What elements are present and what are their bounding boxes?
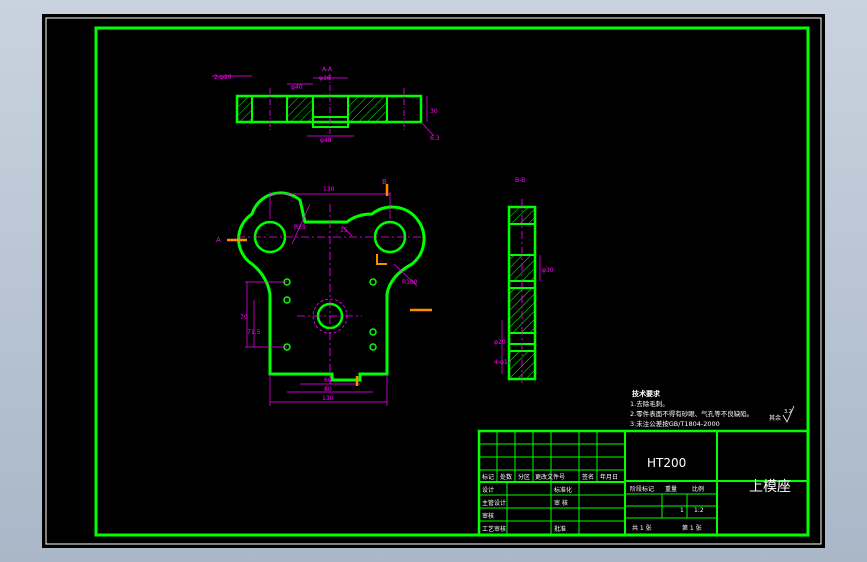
- header-col-4: 更改文件号: [535, 473, 565, 481]
- dim-hole-left: 2-φ20: [214, 74, 232, 81]
- drawing-title: 上模座: [749, 479, 791, 495]
- sheet-total: 共 1 张: [632, 524, 652, 532]
- dim-height: 30: [430, 108, 438, 115]
- title-block: HT200 上模座 标记 处数 分区 更改文件号 签名 年月日 设计 主管设计 …: [477, 429, 810, 537]
- dim-bottom-1: 60: [324, 377, 332, 384]
- label-stage: 阶段标记: [630, 485, 654, 493]
- dim-mid-diameter: φ40: [291, 84, 303, 91]
- label-weight: 重量: [665, 485, 677, 493]
- scale-value: 1:2: [694, 507, 704, 514]
- dim-v-left-1: 70: [240, 314, 248, 321]
- section-label-a: A: [216, 236, 221, 244]
- material-label: HT200: [647, 456, 686, 470]
- side-view-label: B-B: [515, 177, 525, 184]
- label-scale: 比例: [692, 485, 704, 493]
- side-dim-2: φ20: [494, 339, 506, 346]
- label-designer: 设计: [482, 486, 494, 494]
- header-col-6: 年月日: [600, 473, 618, 481]
- front-view: 130 R25 15 A B R100 70 71.5 60 80 130: [216, 178, 432, 406]
- roughness-value: 3.2: [784, 409, 792, 415]
- label-process-review: 工艺审核: [482, 525, 506, 533]
- dim-width-top: 130: [323, 186, 335, 193]
- dim-v-left-2: 71.5: [247, 329, 261, 336]
- section-marker-a-right: [376, 254, 387, 265]
- roughness-symbol: [782, 405, 795, 423]
- drawing-viewport: 2-φ20 A-A φ36 φ40 φ48 30 6.3: [42, 14, 825, 548]
- front-small-hole-2: [369, 278, 377, 286]
- tech-item-2: 2.零件表面不得有砂眼、气孔等不良缺陷。: [630, 409, 753, 418]
- front-view-outline: [237, 191, 426, 382]
- label-approve: 批准: [554, 525, 566, 533]
- tech-item-3: 3.未注公差按GB/T1804-2000: [630, 419, 720, 428]
- label-chief-designer: 主管设计: [482, 499, 506, 507]
- tech-heading: 技术要求: [632, 389, 661, 398]
- sheet-number: 第 1 张: [682, 524, 702, 532]
- side-hatch-3: [510, 288, 534, 333]
- front-small-hole-6: [369, 343, 377, 351]
- header-col-2: 处数: [500, 473, 512, 481]
- top-view-hatch-2: [287, 97, 313, 121]
- section-label-b: B: [382, 178, 387, 186]
- dim-bottom-3: 130: [322, 395, 334, 402]
- dim-a-a: A-A: [322, 66, 333, 73]
- top-view-hatch-1: [238, 97, 252, 121]
- top-view-step: [312, 116, 349, 128]
- label-audit: 审 核: [554, 499, 568, 507]
- header-col-1: 标记: [482, 473, 494, 481]
- dim-diag: R100: [402, 279, 418, 286]
- dim-hole-center: φ36: [319, 75, 331, 82]
- dim-offset: 15: [340, 227, 348, 234]
- front-small-hole-3: [283, 296, 291, 304]
- drawing-border: [94, 26, 810, 537]
- label-review: 审核: [482, 512, 494, 520]
- front-small-hole-4: [369, 328, 377, 336]
- outer-frame: [45, 17, 822, 545]
- top-view: 2-φ20 A-A φ36 φ40 φ48 30 6.3: [212, 66, 440, 144]
- side-view: B-B φ30 φ20 4-φ12: [494, 177, 554, 386]
- tech-item-1: 1.去除毛刺。: [630, 399, 669, 408]
- side-dim-3: 4-φ12: [494, 359, 512, 366]
- dim-surface: 6.3: [430, 135, 440, 142]
- header-col-3: 分区: [518, 473, 530, 481]
- dim-bottom-2: 80: [324, 386, 332, 393]
- top-view-body: [235, 94, 423, 124]
- roughness-note: 其余: [769, 414, 781, 422]
- tech-requirements: 技术要求 1.去除毛刺。 2.零件表面不得有砂眼、气孔等不良缺陷。 3.未注公差…: [630, 389, 795, 428]
- dim-radius: R25: [294, 224, 306, 231]
- top-view-hatch-3: [348, 97, 387, 121]
- cad-drawing: 2-φ20 A-A φ36 φ40 φ48 30 6.3: [45, 17, 822, 545]
- header-col-5: 签名: [582, 473, 594, 481]
- label-standardization: 标准化: [554, 486, 572, 494]
- side-dim-1: φ30: [542, 267, 554, 274]
- quantity-value: 1: [680, 507, 684, 514]
- dim-bottom-diameter: φ48: [320, 137, 332, 144]
